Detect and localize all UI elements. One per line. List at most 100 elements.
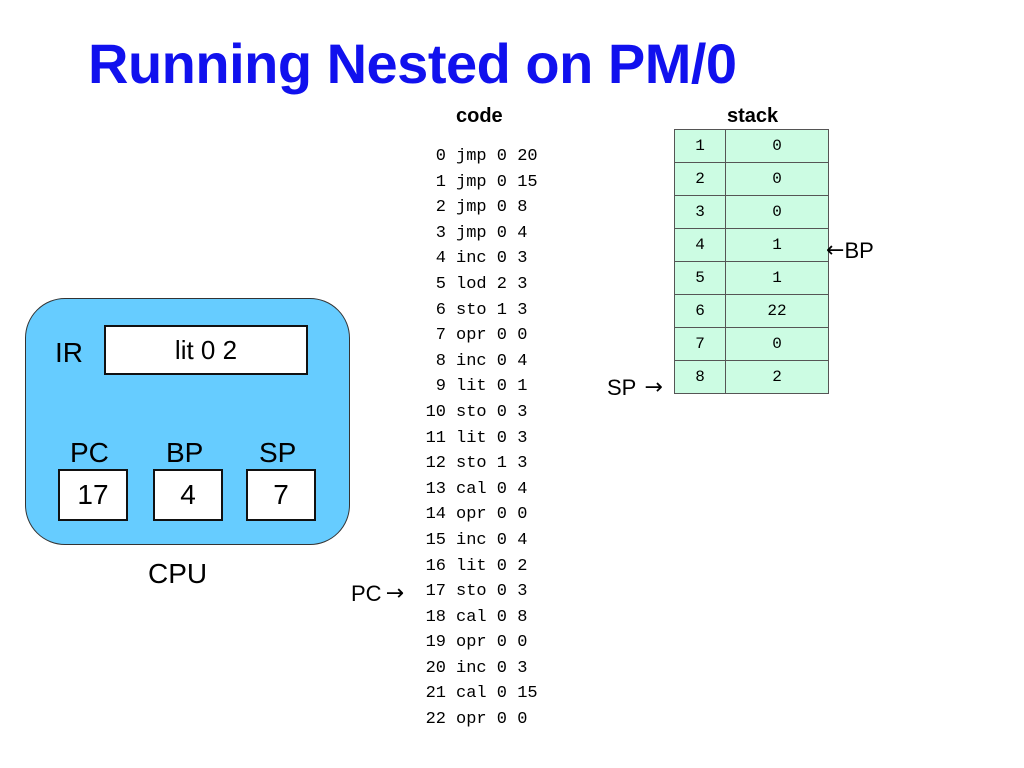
code-line: 1 jmp 0 15	[414, 170, 538, 196]
code-address: 11	[425, 428, 446, 448]
stack-index: 3	[674, 195, 726, 229]
code-address: 5	[435, 274, 446, 294]
code-line: 19 opr 0 0	[414, 630, 538, 656]
code-address: 6	[435, 300, 446, 320]
code-line: 6 sto 1 3	[414, 298, 538, 324]
stack-index: 1	[674, 129, 726, 163]
arrow-right-icon: →	[385, 581, 404, 606]
stack-index: 6	[674, 294, 726, 328]
code-line: 9 lit 0 1	[414, 374, 538, 400]
cpu-caption: CPU	[148, 558, 208, 589]
code-address: 4	[435, 249, 446, 269]
code-address: 17	[425, 582, 446, 602]
code-address: 1	[435, 172, 446, 192]
code-instruction: inc 0 3	[456, 249, 528, 269]
code-line: 12 sto 1 3	[414, 451, 538, 477]
code-instruction: jmp 0 15	[456, 172, 538, 192]
code-address: 2	[435, 198, 446, 218]
bp-register: 4	[153, 469, 223, 521]
code-instruction: inc 0 4	[456, 530, 528, 550]
pc-pointer-label: PC	[351, 581, 382, 606]
stack-index: 2	[674, 162, 726, 196]
arrow-left-icon: ←	[826, 238, 845, 263]
sp-label: SP	[259, 437, 297, 468]
stack-index: 7	[674, 327, 726, 361]
code-line: 10 sto 0 3	[414, 400, 538, 426]
code-line: 5 lod 2 3	[414, 272, 538, 298]
bp-pointer: ← BP	[826, 240, 874, 262]
pc-register: 17	[58, 469, 128, 521]
code-instruction: cal 0 8	[456, 607, 528, 627]
code-header: code	[456, 105, 503, 127]
code-instruction: opr 0 0	[456, 326, 528, 346]
pc-label: PC	[70, 437, 109, 468]
stack-index: 5	[674, 261, 726, 295]
code-line: 13 cal 0 4	[414, 477, 538, 503]
arrow-right-icon: →	[644, 375, 663, 400]
code-line: 4 inc 0 3	[414, 246, 538, 272]
code-address: 14	[425, 505, 446, 525]
stack-value: 0	[725, 162, 829, 196]
code-instruction: sto 1 3	[456, 454, 528, 474]
code-address: 22	[425, 710, 446, 730]
sp-register: 7	[246, 469, 316, 521]
code-instruction: jmp 0 4	[456, 223, 528, 243]
ir-register: lit 0 2	[104, 325, 308, 375]
code-address: 19	[425, 633, 446, 653]
code-address: 12	[425, 454, 446, 474]
stack-index: 8	[674, 360, 726, 394]
stack-value: 1	[725, 228, 829, 262]
code-address: 9	[435, 377, 446, 397]
stack-value: 22	[725, 294, 829, 328]
code-instruction: lod 2 3	[456, 274, 528, 294]
stack-value: 0	[725, 327, 829, 361]
code-instruction: lit 0 3	[456, 428, 528, 448]
page-title: Running Nested on PM/0	[88, 32, 737, 95]
code-instruction: cal 0 4	[456, 479, 528, 499]
code-line: 3 jmp 0 4	[414, 221, 538, 247]
code-address: 13	[425, 479, 446, 499]
code-address: 10	[425, 402, 446, 422]
code-instruction: sto 0 3	[456, 402, 528, 422]
code-address: 20	[425, 658, 446, 678]
code-instruction: jmp 0 8	[456, 198, 528, 218]
pc-pointer: PC →	[351, 583, 404, 605]
code-instruction: sto 0 3	[456, 582, 528, 602]
stack-value: 0	[725, 195, 829, 229]
code-line: 16 lit 0 2	[414, 554, 538, 580]
code-instruction: lit 0 1	[456, 377, 528, 397]
stack-index: 4	[674, 228, 726, 262]
cpu-box: IR lit 0 2 PC BP SP 17 4 7	[25, 298, 350, 545]
code-instruction: sto 1 3	[456, 300, 528, 320]
code-line: 17 sto 0 3	[414, 579, 538, 605]
code-line: 7 opr 0 0	[414, 323, 538, 349]
stack-value: 0	[725, 129, 829, 163]
code-instruction: jmp 0 20	[456, 147, 538, 166]
code-address: 3	[435, 223, 446, 243]
code-instruction: opr 0 0	[456, 633, 528, 653]
sp-pointer-label: SP	[607, 375, 637, 400]
code-address: 8	[435, 351, 446, 371]
stack-value: 1	[725, 261, 829, 295]
code-address: 16	[425, 556, 446, 576]
code-address: 7	[435, 326, 446, 346]
code-instruction: lit 0 2	[456, 556, 528, 576]
stack-header: stack	[727, 105, 779, 127]
stack-value: 2	[725, 360, 829, 394]
code-instruction: cal 0 15	[456, 684, 538, 704]
